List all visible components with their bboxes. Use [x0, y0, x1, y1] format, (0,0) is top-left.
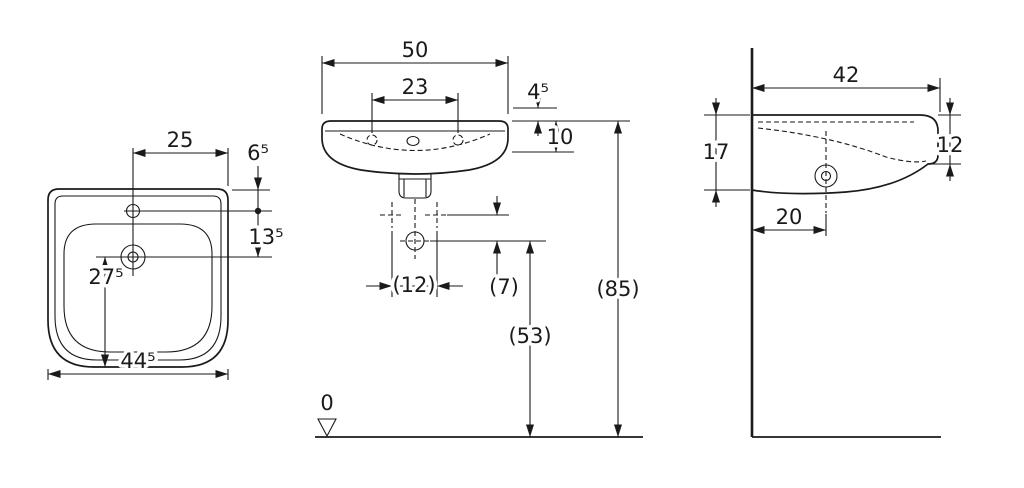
hidden-bowl-profile [757, 127, 927, 163]
dim-side-overall-depth: 42 [752, 60, 941, 112]
dim-front-drain-height-label: (53) [508, 324, 551, 348]
basin-front-outline [321, 120, 509, 175]
dim-front-rim-height: (85) [512, 120, 643, 437]
dim-top-tap-to-edge: 25 [133, 125, 228, 157]
basin-bowl [63, 223, 213, 353]
dim-front-fixing-spacing-label: (12) [392, 273, 435, 297]
dim-front-overall-width: 50 [321, 35, 509, 114]
drain-trap [398, 174, 432, 199]
front-view: 50 23 4⁵ 10 (12) [315, 35, 643, 438]
dim-front-rim-height-label: (85) [596, 277, 639, 301]
dim-front-rim-detail-label: 4⁵ [527, 80, 549, 104]
datum-symbol: 0 [317, 388, 337, 438]
dim-front-rim-detail: 4⁵ [513, 77, 557, 136]
datum-level-label: 0 [320, 391, 333, 415]
basin-side-outline [751, 114, 939, 195]
dim-top-back-to-tap: 6⁵ [244, 138, 272, 257]
side-view: 42 17 12 20 [699, 48, 967, 438]
basin-inner-rim [54, 195, 222, 361]
waste-outlet [400, 199, 430, 259]
dim-top-tap-to-drain-label: 13⁵ [248, 225, 283, 249]
dim-front-apron-height-label: 10 [547, 125, 574, 149]
dim-front-apron-height: 10 [512, 121, 577, 153]
hidden-bowl-line [339, 133, 491, 151]
dim-front-tap-spacing-label: 23 [402, 75, 429, 99]
dim-origin-dot [254, 207, 262, 215]
top-view: 25 6⁵ 13⁵ 27⁵ 44⁵ [47, 125, 287, 380]
dim-top-tap-to-edge-label: 25 [167, 128, 194, 152]
dim-side-overall-depth-label: 42 [833, 63, 860, 87]
dim-top-drain-to-front: 27⁵ [85, 257, 127, 367]
dim-top-overall-width: 44⁵ [48, 346, 228, 378]
datum-triangle [317, 418, 337, 438]
dim-side-height-at-wall: 17 [699, 98, 750, 207]
dim-side-front-edge-height: 12 [930, 98, 967, 181]
fixing-holes [380, 202, 449, 228]
basin-outline [47, 188, 229, 368]
dim-front-drain-height: (53) [430, 240, 555, 437]
dim-front-overall-width-label: 50 [402, 38, 429, 62]
side-waste-outlet [814, 131, 838, 213]
dim-top-back-to-tap-label: 6⁵ [247, 141, 269, 165]
dim-side-height-at-wall-label: 17 [703, 140, 730, 164]
tap-hole-right-hidden [452, 134, 464, 146]
tap-hole-left-hidden [366, 134, 378, 146]
dim-front-tap-spacing: 23 [371, 72, 459, 133]
tap-hole-center [406, 135, 420, 147]
dim-front-fixing-spacing: (12) [366, 231, 463, 301]
dim-side-drain-to-wall: 20 [752, 202, 827, 236]
dim-front-fixing-to-drain-label: (7) [489, 275, 519, 299]
dim-top-drain-to-front-label: 27⁵ [88, 265, 123, 289]
dim-side-drain-to-wall-label: 20 [776, 205, 803, 229]
dim-top-tap-to-drain: 13⁵ [245, 222, 287, 257]
dim-side-front-edge-height-label: 12 [937, 133, 964, 157]
dim-front-fixing-to-drain: (7) [447, 196, 522, 303]
dim-top-overall-width-label: 44⁵ [120, 349, 155, 373]
